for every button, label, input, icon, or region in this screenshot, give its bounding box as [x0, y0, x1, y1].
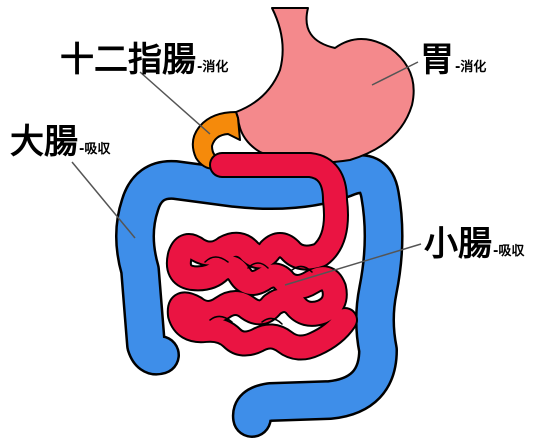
leader-line-large-intestine — [71, 161, 136, 239]
leader-line-small-intestine — [284, 243, 422, 286]
stomach-name: 胃 — [420, 40, 454, 80]
leader-lines — [71, 61, 422, 286]
large-intestine-label: 大腸-吸収 — [10, 125, 110, 159]
small-intestine-function: -吸収 — [493, 244, 525, 259]
large-intestine-name: 大腸 — [10, 122, 78, 162]
small-intestine-name: 小腸 — [424, 224, 492, 264]
large-intestine — [115, 154, 404, 438]
small-intestine-fill — [167, 154, 356, 359]
duodenum-function: -消化 — [197, 60, 229, 75]
stomach-label: 胃-消化 — [420, 43, 486, 77]
large-intestine-function: -吸収 — [79, 142, 111, 157]
small-intestine — [165, 152, 358, 361]
duodenum-name: 十二指腸 — [60, 40, 196, 80]
stomach-shape — [235, 7, 415, 164]
small-intestine-label: 小腸-吸収 — [424, 227, 524, 261]
leader-line-duodenum — [139, 71, 211, 135]
leader-line-stomach — [371, 61, 419, 86]
large-intestine-fill — [117, 156, 402, 436]
stomach — [235, 7, 415, 164]
duodenum-label: 十二指腸-消化 — [60, 43, 228, 77]
stomach-function: -消化 — [455, 60, 487, 75]
small-intestine-folds — [204, 256, 313, 325]
